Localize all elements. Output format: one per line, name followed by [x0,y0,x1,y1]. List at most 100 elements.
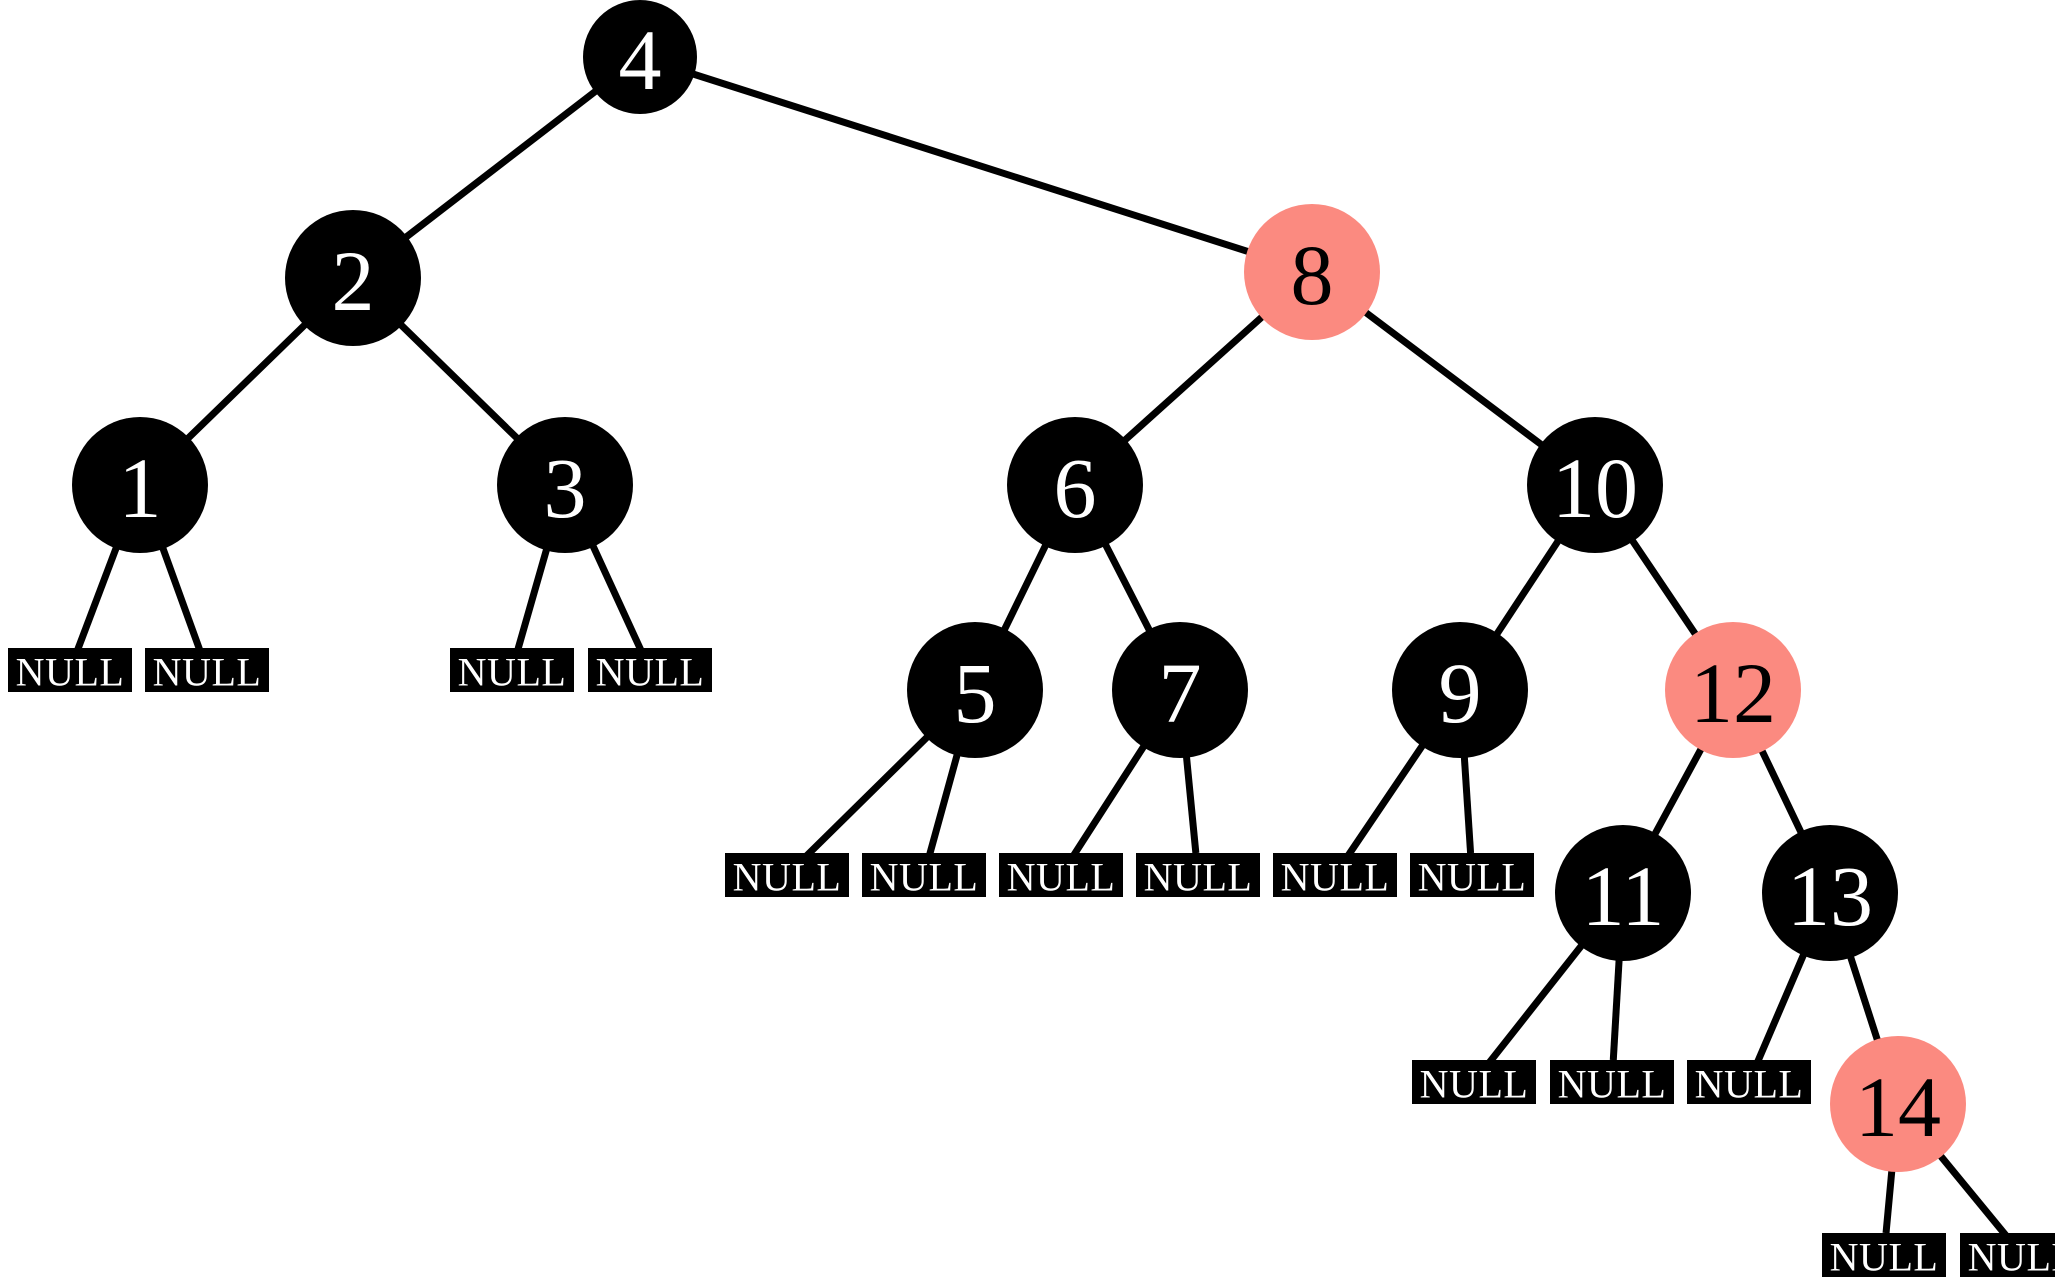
node-value-label: 7 [1159,645,1202,741]
edges-layer [74,69,2011,1241]
null-label: NULL [1007,855,1116,900]
tree-edge [514,544,552,650]
tree-edge [158,542,203,651]
node-value-label: 11 [1582,848,1665,944]
null-leaf-node: NULL [1687,1060,1811,1107]
tree-edge [1627,534,1701,641]
null-box [145,648,269,692]
null-leaf-node: NULL [725,853,849,900]
null-box [862,853,986,897]
null-box [725,853,849,897]
node-circle-black[interactable] [497,417,633,553]
tree-edge [1649,743,1707,840]
null-label: NULL [458,650,567,695]
null-box [1136,853,1260,897]
tree-edge [395,319,523,444]
tree-edge [999,539,1051,636]
null-box [1273,853,1397,897]
tree-edge [1484,939,1588,1067]
node-circle-red[interactable] [1665,622,1801,758]
tree-edge [926,749,962,855]
tree-edge [587,540,644,652]
null-leaf-node: NULL [588,648,712,695]
tree-node-7[interactable]: 7 [1112,622,1248,758]
node-circle-black[interactable] [1007,417,1143,553]
tree-node-5[interactable]: 5 [907,622,1043,758]
node-value-label: 9 [1439,645,1482,741]
null-leaf-node: NULL [8,648,132,695]
tree-node-9[interactable]: 9 [1392,622,1528,758]
tree-node-11[interactable]: 11 [1555,825,1691,961]
tree-node-10[interactable]: 10 [1527,417,1663,553]
tree-edge [1182,751,1200,854]
tree-edge [1491,535,1564,640]
null-label: NULL [870,855,979,900]
null-leaf-node: NULL [1960,1233,2055,1277]
null-label: NULL [1418,855,1527,900]
null-box [8,648,132,692]
tree-edge [1845,951,1883,1046]
null-label: NULL [153,650,262,695]
node-value-label: 3 [544,440,587,536]
null-box [999,853,1123,897]
null-label: NULL [733,855,842,900]
node-value-label: 1 [119,440,162,536]
null-leaf-node: NULL [1410,853,1534,900]
null-leaf-node: NULL [145,648,269,695]
tree-edge [1460,752,1475,854]
tree-edge [1344,739,1428,859]
tree-edge [400,86,601,243]
node-value-label: 8 [1291,227,1334,323]
null-label: NULL [1281,855,1390,900]
null-leaf-node: NULL [1550,1060,1674,1107]
tree-node-1[interactable]: 1 [72,417,208,553]
node-value-label: 13 [1787,848,1873,944]
tree-edge [688,69,1254,257]
node-circle-red[interactable] [1244,204,1380,340]
null-leaf-node: NULL [1412,1060,1536,1107]
tree-edge [1882,1165,1896,1234]
null-label: NULL [1420,1062,1529,1107]
tree-node-2[interactable]: 2 [285,210,421,346]
null-label: NULL [1968,1235,2055,1277]
node-value-label: 2 [332,233,375,329]
node-value-label: 10 [1552,440,1638,536]
node-circle-black[interactable] [1527,417,1663,553]
null-box [1822,1233,1946,1277]
tree-edge [800,731,933,863]
node-circle-black[interactable] [72,417,208,553]
tree-edge [1754,949,1809,1064]
null-leaf-node: NULL [1136,853,1260,900]
node-circle-black[interactable] [583,0,697,114]
tree-node-12[interactable]: 12 [1665,622,1801,758]
node-circle-black[interactable] [285,210,421,346]
null-label: NULL [16,650,125,695]
tree-node-6[interactable]: 6 [1007,417,1143,553]
null-box [1687,1060,1811,1104]
tree-node-3[interactable]: 3 [497,417,633,553]
tree-node-13[interactable]: 13 [1762,825,1898,961]
tree-node-8[interactable]: 8 [1244,204,1380,340]
node-circle-red[interactable] [1830,1036,1966,1172]
node-circle-black[interactable] [1555,825,1691,961]
tree-edge [1609,955,1623,1061]
null-leaf-node: NULL [1273,853,1397,900]
null-label: NULL [1830,1235,1939,1277]
null-label: NULL [596,650,705,695]
null-label: NULL [1558,1062,1667,1107]
tree-edge [74,542,122,651]
tree-edge [1934,1150,2011,1241]
null-box [450,648,574,692]
tree-node-14[interactable]: 14 [1830,1036,1966,1172]
node-value-label: 12 [1690,645,1776,741]
node-circle-black[interactable] [1392,622,1528,758]
node-circle-black[interactable] [907,622,1043,758]
tree-edge [182,319,311,444]
node-value-label: 14 [1855,1059,1941,1155]
node-circle-black[interactable] [1112,622,1248,758]
tree-node-4[interactable]: 4 [583,0,697,114]
null-box [1412,1060,1536,1104]
node-circle-black[interactable] [1762,825,1898,961]
node-value-label: 4 [619,12,662,108]
